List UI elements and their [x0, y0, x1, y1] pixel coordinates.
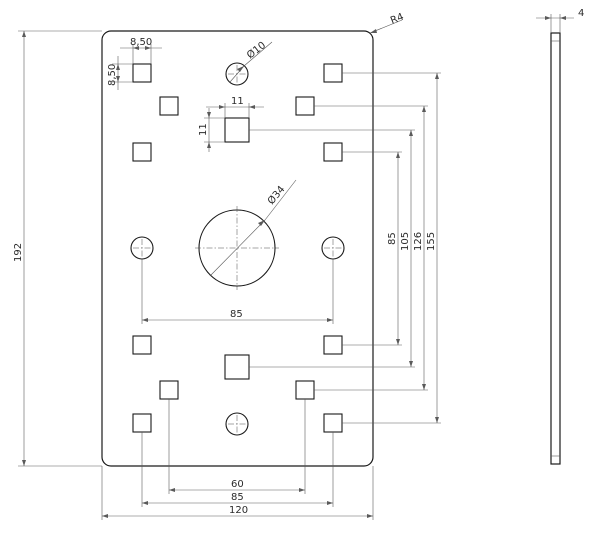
square-hole: [159, 380, 179, 400]
square-hole: [132, 142, 152, 162]
square-hole: [132, 335, 152, 355]
dim-label-thickness: 4: [578, 8, 584, 19]
dim-label-bottom-85: 85: [231, 492, 244, 503]
dim-label-top-hole-diameter: Ø10: [244, 39, 268, 61]
dimension-labels: 8,50 8,50 Ø10 11 11 Ø34 R4 4 192 85 85 1…: [13, 8, 584, 516]
dim-label-hole-spacing: 85: [230, 309, 243, 320]
dim-label-plate-height: 192: [13, 243, 24, 262]
dim-label-corner-radius: R4: [389, 12, 405, 27]
center-square-hole: [224, 117, 250, 143]
square-hole: [295, 380, 315, 400]
dim-label-vertical-155: 155: [426, 232, 437, 251]
dim-label-vertical-85: 85: [387, 232, 398, 245]
dim-label-center-square-width: 11: [231, 96, 244, 107]
square-hole: [295, 96, 315, 116]
side-view-plate: [550, 32, 561, 465]
dim-label-center-square-height: 11: [198, 123, 209, 136]
square-hole: [323, 142, 343, 162]
center-square-hole: [224, 354, 250, 380]
square-hole: [132, 413, 152, 433]
square-hole: [323, 335, 343, 355]
square-hole: [132, 63, 152, 83]
plate-outline: [101, 30, 374, 467]
arrowheads: [22, 16, 566, 518]
square-hole: [323, 63, 343, 83]
dim-label-vertical-126: 126: [413, 232, 424, 251]
dim-label-bottom-60: 60: [231, 479, 244, 490]
dim-label-plate-width: 120: [229, 505, 248, 516]
dim-label-square-width: 8,50: [130, 37, 152, 48]
dimension-lines: [18, 14, 574, 520]
square-hole: [323, 413, 343, 433]
square-hole: [159, 96, 179, 116]
dim-label-square-height: 8,50: [107, 64, 118, 86]
dim-label-vertical-105: 105: [400, 232, 411, 251]
